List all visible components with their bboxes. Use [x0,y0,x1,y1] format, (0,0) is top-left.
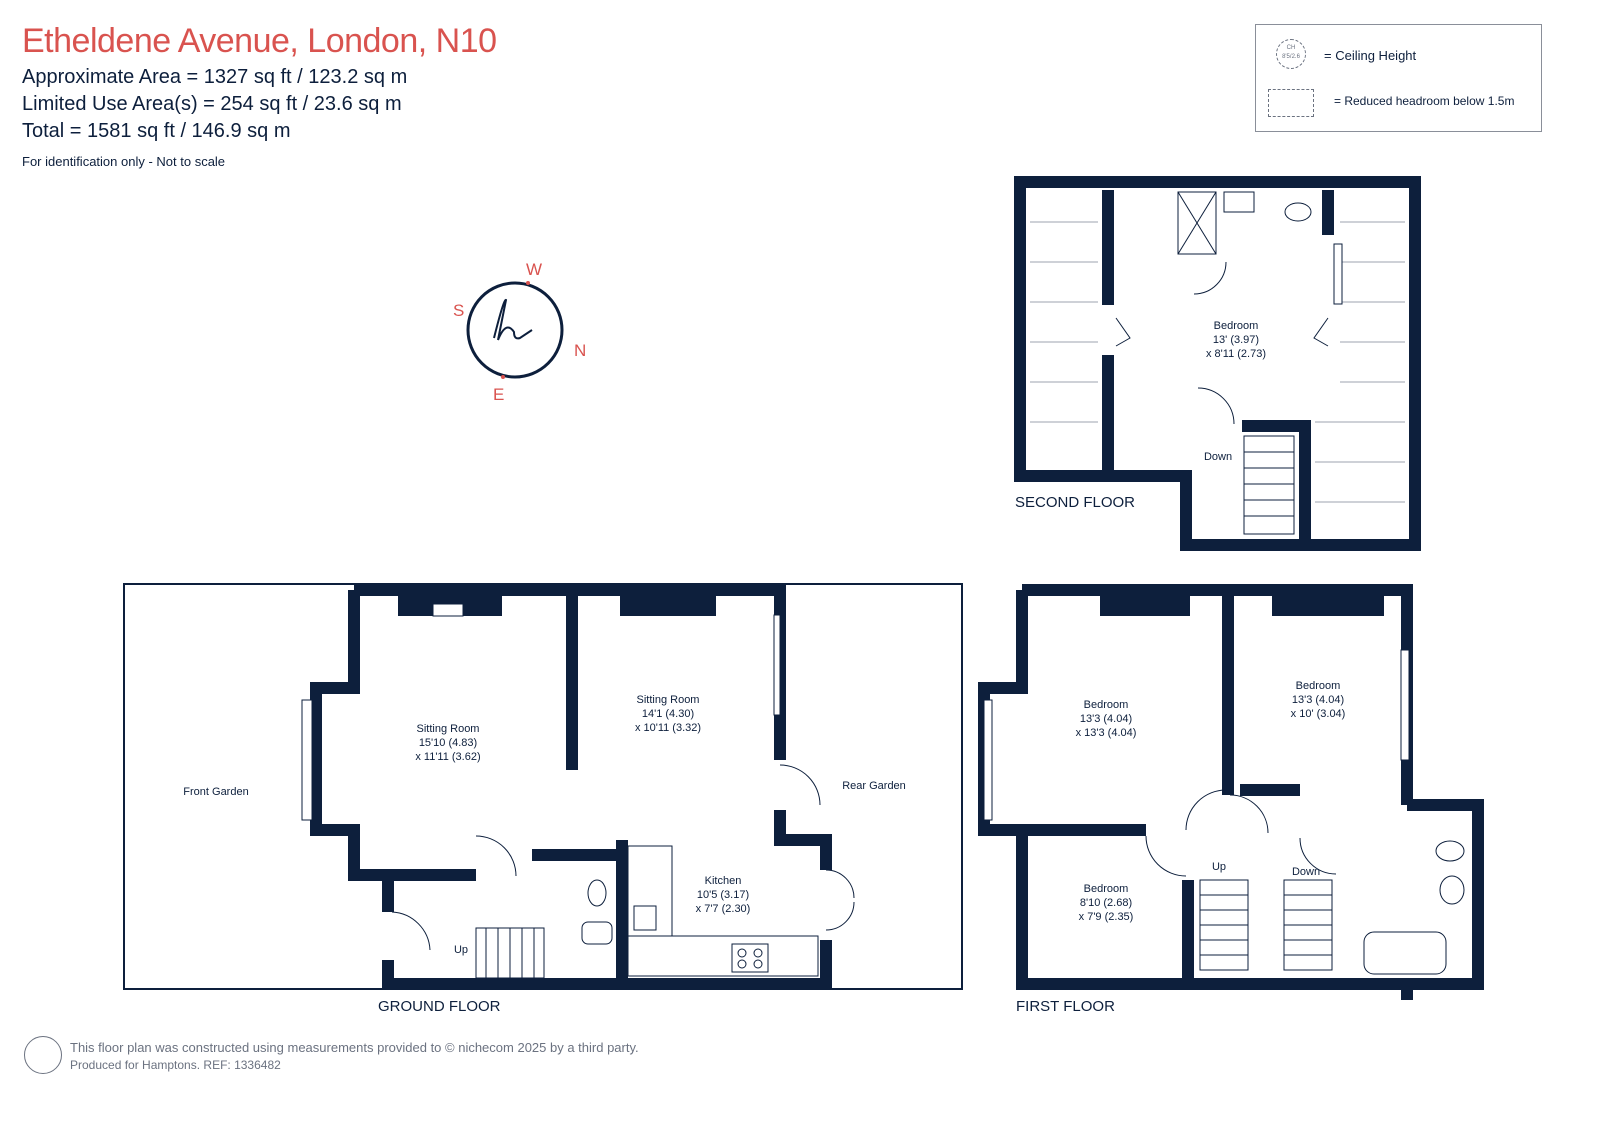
compass-ring [466,281,564,379]
room-name: Bedroom [1084,699,1129,711]
cupboard-door [1115,317,1131,347]
window [1400,649,1410,761]
room-dimension: x 7'7 (2.30) [696,903,751,915]
front-garden-label: Front Garden [183,786,248,798]
door-swing [1193,261,1227,295]
page-title: Etheldene Avenue, London, N10 [22,22,497,60]
room-dimension: 10'5 (3.17) [697,889,749,901]
room-dimension: x 11'11 (3.62) [415,751,480,763]
worktop [627,935,819,977]
basin-icon [1439,875,1465,905]
room-dimension: x 10' (3.04) [1291,708,1346,720]
ceiling-height-label: = Ceiling Height [1324,48,1417,63]
room-bedroom-front: Bedroom 13'3 (4.04) x 13'3 (4.04) [1076,699,1137,739]
compass-south: S [453,301,464,320]
room-dimension: x 7'9 (2.35) [1079,911,1134,923]
room-bedroom-rear: Bedroom 13'3 (4.04) x 10' (3.04) [1291,680,1346,720]
door-swing [1229,794,1269,834]
footer-reference: Produced for Hamptons. REF: 1336482 [70,1058,281,1072]
room-name: Sitting Room [637,694,700,706]
stairs-down-label: Down [1204,451,1232,463]
first-floor: Up Down Bedroom 13'3 (4.04) x 13'3 (4.04… [978,584,1484,1015]
limited-use-area: Limited Use Area(s) = 254 sq ft / 23.6 s… [22,93,402,115]
window [301,699,313,821]
room-name: Bedroom [1084,883,1129,895]
ground-floor-label: GROUND FLOOR [378,998,501,1015]
door-swing [391,911,431,951]
reduced-headroom-label: = Reduced headroom below 1.5m [1334,94,1515,108]
limited-use-area [1030,221,1405,503]
room-sitting-room-front: Sitting Room 15'10 (4.83) x 11'11 (3.62) [415,723,480,763]
first-floor-label: FIRST FLOOR [1016,998,1115,1015]
ceiling-height-icon: CH 8'5/2.6 [1276,39,1306,69]
total-area: Total = 1581 sq ft / 146.9 sq m [22,120,291,142]
ground-floor: Front Garden Rear Garden Up Sitting Room… [123,583,963,1015]
stairs [475,927,545,979]
stairs-up-label: Up [454,944,468,956]
room-dimension: 13'3 (4.04) [1292,694,1344,706]
second-floor: Down Bedroom 13' (3.97) x 8'11 (2.73) SE… [1014,176,1421,551]
sink-icon [633,905,657,931]
room-name: Kitchen [705,875,742,887]
compass-north: N [574,341,586,360]
room-dimension: x 13'3 (4.04) [1076,727,1137,739]
room-sitting-room-rear: Sitting Room 14'1 (4.30) x 10'11 (3.32) [635,694,701,734]
hamptons-h-logo-icon [493,298,533,341]
toilet-icon [1435,840,1465,862]
room-name: Sitting Room [417,723,480,735]
footer-disclaimer: This floor plan was constructed using me… [70,1040,639,1055]
window [1333,243,1343,305]
second-floor-label: SECOND FLOOR [1015,494,1135,511]
stairs-up-label: Up [1212,861,1226,873]
second-walls [1014,176,1421,551]
reduced-headroom-icon [1268,89,1314,117]
stairs [1199,879,1333,971]
room-dimension: 15'10 (4.83) [419,737,477,749]
window [773,614,781,716]
door-swing [1185,789,1227,831]
compass: W S N E [453,260,586,404]
ground-walls [310,584,832,990]
room-dimension: x 8'11 (2.73) [1206,348,1266,360]
stairs-down-label: Down [1292,866,1320,878]
door-swing [1145,835,1187,877]
basin-icon [1223,191,1255,213]
door-swing [779,764,821,806]
shower-icon [1177,191,1217,255]
room-name: Bedroom [1296,680,1341,692]
door-swing [1299,837,1337,875]
room-bedroom-small: Bedroom 8'10 (2.68) x 7'9 (2.35) [1079,883,1134,923]
toilet-icon [1284,202,1312,222]
chimney-breast [620,586,716,616]
door-swing [475,835,517,877]
rear-garden-label: Rear Garden [842,780,906,792]
person-scale-icon [24,1036,62,1074]
room-dimension: 13' (3.97) [1213,334,1259,346]
basin-icon [581,921,613,945]
cupboard-door [1313,317,1329,347]
door-swing [1197,387,1235,425]
approximate-area: Approximate Area = 1327 sq ft / 123.2 sq… [22,66,408,88]
stairs [1243,435,1295,535]
compass-east: E [493,385,504,404]
room-kitchen: Kitchen 10'5 (3.17) x 7'7 (2.30) [696,875,751,915]
compass-west: W [526,260,542,279]
room-dimension: x 10'11 (3.32) [635,722,701,734]
not-to-scale-note: For identification only - Not to scale [22,154,226,169]
room-dimension: 13'3 (4.04) [1080,713,1132,725]
room-dimension: 8'10 (2.68) [1080,897,1132,909]
room-bedroom-loft: Bedroom 13' (3.97) x 8'11 (2.73) [1206,320,1266,360]
room-name: Bedroom [1214,320,1259,332]
french-doors [825,869,855,931]
hob-icon [731,943,769,973]
bath-icon [1363,931,1447,975]
toilet-icon [587,879,607,907]
window [983,699,993,821]
legend: CH 8'5/2.6 = Ceiling Height = Reduced he… [1255,24,1542,132]
room-dimension: 14'1 (4.30) [642,708,694,720]
worktop [627,845,673,937]
